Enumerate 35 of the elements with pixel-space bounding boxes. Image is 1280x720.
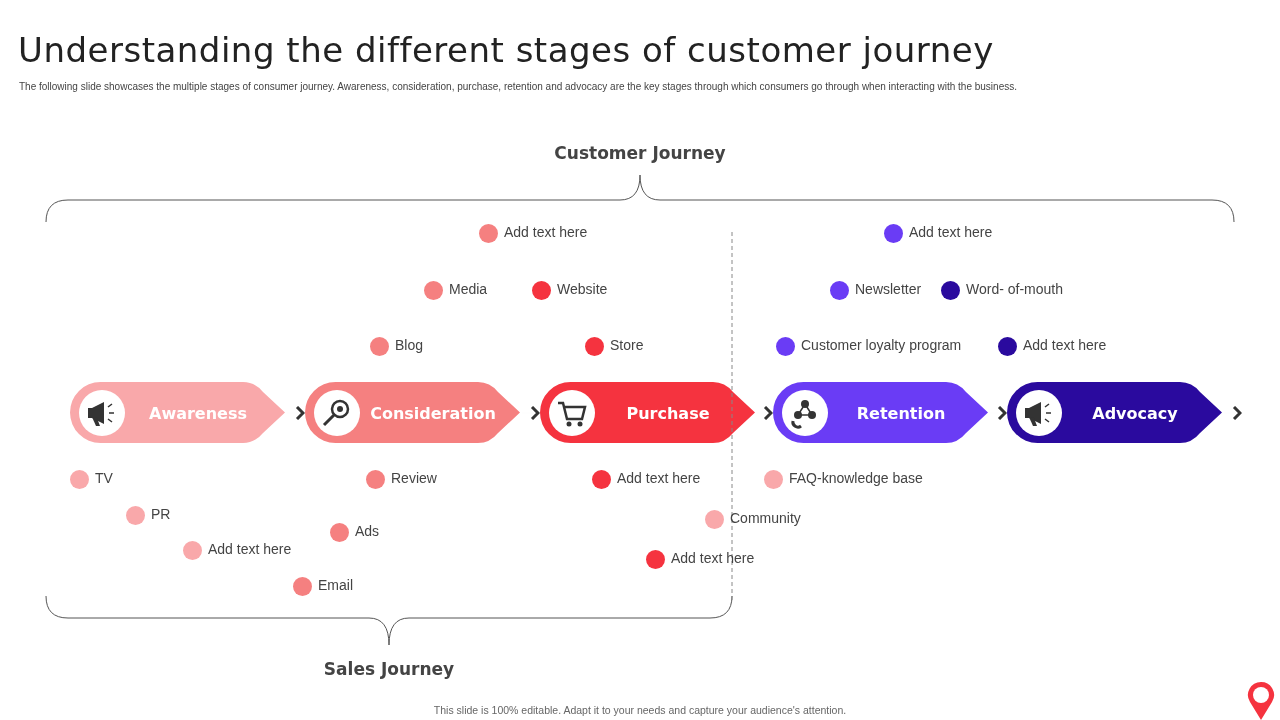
bullet-text: TV: [95, 470, 113, 486]
bullet-text: Email: [318, 577, 353, 593]
stage-arrow-box: [1007, 382, 1222, 443]
bullet-text: Add text here: [208, 541, 292, 557]
bullet-text: Review: [391, 470, 437, 486]
stage-label: Advocacy: [1092, 403, 1178, 423]
stage-label: Consideration: [370, 403, 496, 423]
bullet-text: Word- of-mouth: [966, 281, 1063, 297]
bullet-text: Media: [449, 281, 488, 297]
stage-arrow-box: [540, 382, 755, 443]
bracket-heading: Customer Journey: [554, 143, 726, 163]
bullet-text: Community: [730, 510, 801, 526]
bullet-text: Blog: [395, 337, 424, 353]
description-text: The following slide showcases the multiple stages of consumer journey. Awareness, consideration, purchase, retention and advocacy are the key stages through which consumers go through when interacting with the business.: [19, 81, 1017, 92]
stage-label: Retention: [856, 403, 946, 423]
stage-label: Awareness: [149, 403, 247, 423]
bullet-text: Add text here: [504, 224, 588, 240]
bullet-text: Add text here: [1023, 337, 1107, 353]
stage-arrow-box: [773, 382, 988, 443]
bullet-text: Website: [557, 281, 608, 297]
bullet-text: Customer loyalty program: [801, 337, 962, 353]
bullet-text: Add text here: [617, 470, 701, 486]
bullet-text: Ads: [355, 523, 380, 539]
slide-title: Understanding the different stages of customer journey: [18, 30, 994, 70]
bullet-text: FAQ-knowledge base: [789, 470, 923, 486]
bullet-text: Newsletter: [855, 281, 922, 297]
bullet-text: Add text here: [909, 224, 993, 240]
stage-label: Purchase: [626, 403, 710, 423]
footer-note: This slide is 100% editable. Adapt it to your needs and capture your audience's attention.: [433, 704, 847, 716]
bracket-heading: Sales Journey: [323, 659, 455, 679]
bullet-text: Add text here: [671, 550, 755, 566]
bullet-text: PR: [151, 506, 171, 522]
bullet-text: Store: [610, 337, 644, 353]
stage-arrow-box: [305, 382, 520, 443]
stage-arrow-box: [70, 382, 285, 443]
